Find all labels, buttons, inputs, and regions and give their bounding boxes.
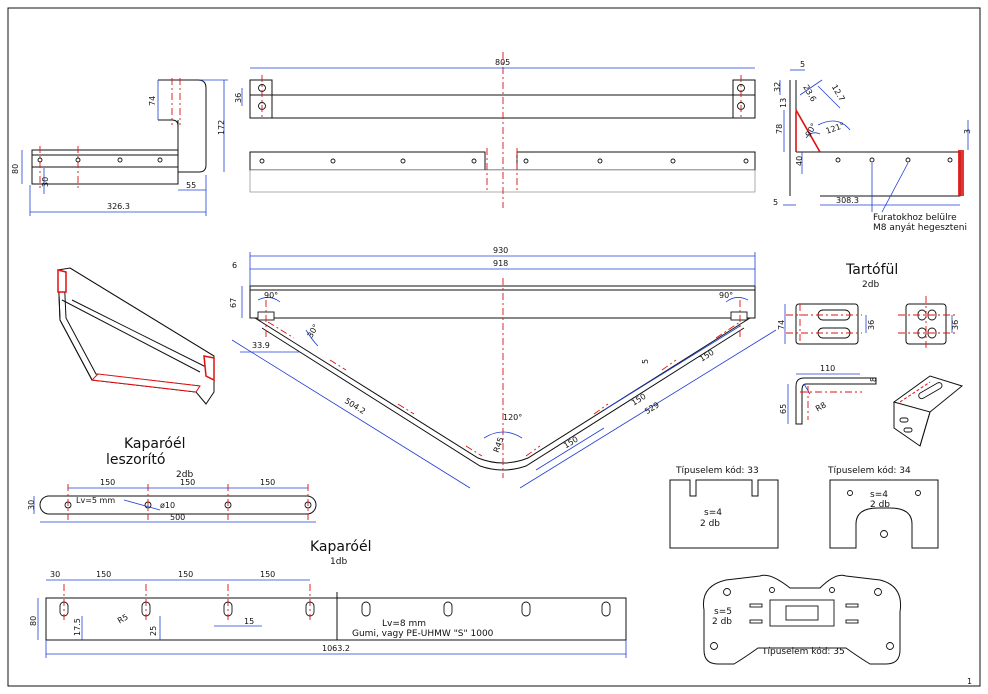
dim-33-9: 33.9 <box>252 341 270 350</box>
dim-55: 55 <box>186 181 196 190</box>
leszorito-lv: Lv=5 mm <box>76 496 115 505</box>
dim-23-6: 23.6 <box>801 83 818 103</box>
dim-80-left: 80 <box>11 164 20 174</box>
tipus33-s: s=4 <box>704 508 722 518</box>
leszorito-title-1: Kaparóél <box>124 436 186 452</box>
dim-805: 805 <box>495 58 510 67</box>
kaparoel-dim-80: 80 <box>29 616 38 626</box>
tartoful-qty: 2db <box>862 280 879 290</box>
tipus35-qty: 2 db <box>712 617 732 627</box>
dim-5-top: 5 <box>800 60 805 69</box>
dim-67: 67 <box>229 298 238 308</box>
dim-150-b: 150 <box>630 392 648 408</box>
dim-90-left: 90° <box>264 291 278 300</box>
dim-326: 326.3 <box>107 202 130 211</box>
sheet-number: 1 <box>967 677 972 686</box>
dim-504: 504.2 <box>343 396 367 416</box>
dim-30deg: 30° <box>306 323 321 340</box>
dim-121: 121° <box>825 121 846 136</box>
dim-90-section: 90° <box>804 122 819 139</box>
tipus35-s: s=5 <box>714 607 732 617</box>
tipus34-s: s=4 <box>870 490 888 500</box>
sheet-border <box>7 7 981 687</box>
dim-32: 32 <box>773 82 782 92</box>
tartoful-title: Tartófül <box>845 262 898 278</box>
dim-120: 120° <box>503 413 522 422</box>
dim-3: 3 <box>963 129 972 134</box>
tartoful-dim-65: 65 <box>779 404 788 414</box>
side-view-left: 326.3 80 30 74 172 55 <box>11 78 228 216</box>
kaparoel-dim-150b: 150 <box>178 570 193 579</box>
kaparoel-title: Kaparóél <box>310 539 372 555</box>
dim-5-v: 5 <box>641 359 650 364</box>
tipuselem-33: Típuselem kód: 33 s=4 2 db <box>669 465 779 549</box>
tartoful-dim-36b: 36 <box>951 320 960 330</box>
tipus34-title: Típuselem kód: 34 <box>827 465 911 476</box>
tartoful-dim-R8: R8 <box>814 400 828 413</box>
kaparoel-lv: Lv=8 mm <box>382 619 426 629</box>
tartoful-dim-110: 110 <box>820 364 835 373</box>
leszorito-dim-d10: ø10 <box>160 501 175 510</box>
dim-78: 78 <box>775 124 784 134</box>
dim-40: 40 <box>795 156 804 166</box>
weld-note-1: Furatokhoz belülre <box>873 213 957 223</box>
dim-30-left: 30 <box>41 177 50 187</box>
kaparoel-dim-15: 15 <box>244 617 254 626</box>
dim-74-left: 74 <box>148 96 157 106</box>
tartoful-dim-36a: 36 <box>867 320 876 330</box>
dim-R45: R45 <box>492 436 506 454</box>
dim-918: 918 <box>493 259 508 268</box>
kaparoel-dim-1063: 1063.2 <box>322 644 350 653</box>
leszorito-group: Kaparóél leszorító 2db 150 150 150 30 50… <box>27 436 317 523</box>
kaparoel-dim-25: 25 <box>149 626 158 636</box>
leszorito-dim-500: 500 <box>170 513 185 522</box>
leszorito-dim-30: 30 <box>27 500 36 510</box>
kaparoel-dim-R5: R5 <box>116 612 130 625</box>
kaparoel-material: Gumi, vagy PE-UHMW "S" 1000 <box>352 629 494 639</box>
kaparoel-dim-150a: 150 <box>96 570 111 579</box>
tipus33-title: Típuselem kód: 33 <box>675 465 759 476</box>
kaparoel-group: Kaparóél 1db 30 150 150 150 80 17.5 R5 2… <box>29 539 627 658</box>
leszorito-qty: 2db <box>176 470 193 480</box>
dim-90-right: 90° <box>719 291 733 300</box>
tartoful-dim-8: 8 <box>869 377 878 382</box>
dim-6: 6 <box>232 261 237 270</box>
tipuselem-34: Típuselem kód: 34 s=4 2 db <box>827 465 939 549</box>
leszorito-dim-150a: 150 <box>100 478 115 487</box>
tipuselem-35: s=5 2 db Típuselem kód: 35 <box>702 574 902 665</box>
kaparoel-qty: 1db <box>330 557 347 567</box>
front-view-top: 805 36 <box>234 52 756 208</box>
dim-5-bottom: 5 <box>773 198 778 207</box>
kaparoel-dim-150c: 150 <box>260 570 275 579</box>
dim-930: 930 <box>493 246 508 255</box>
leszorito-title-2: leszorító <box>106 452 165 468</box>
dim-308: 308.3 <box>836 196 859 205</box>
leszorito-dim-150b: 150 <box>180 478 195 487</box>
section-view-right: 5 32 23.6 12.7 13 78 90° 121° 3 40 5 308… <box>773 60 972 233</box>
v-plan-view: 930 918 6 67 90° 90° 30° 33.9 504.2 120°… <box>229 246 777 489</box>
tartoful-group: Tartófül 2db 74 36 36 110 8 65 R8 <box>777 262 964 447</box>
tipus35-title: Típuselem kód: 35 <box>761 646 845 657</box>
dim-172: 172 <box>217 120 226 135</box>
tipus34-qty: 2 db <box>870 500 890 510</box>
leszorito-dim-150c: 150 <box>260 478 275 487</box>
dim-13: 13 <box>779 98 788 108</box>
isometric-scraper <box>57 267 215 405</box>
kaparoel-dim-30: 30 <box>50 570 60 579</box>
dim-36-front: 36 <box>234 93 243 103</box>
kaparoel-dim-17-5: 17.5 <box>73 618 82 636</box>
weld-note-2: M8 anyát hegeszteni <box>873 223 967 233</box>
tipus33-qty: 2 db <box>700 519 720 529</box>
tartoful-dim-74: 74 <box>777 320 786 330</box>
